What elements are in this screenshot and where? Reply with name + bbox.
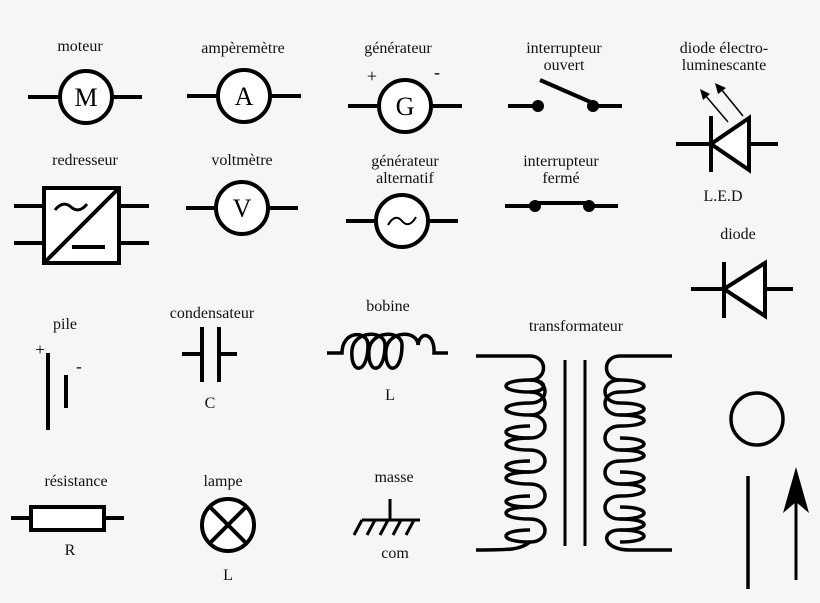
label-generateur-alternatif: générateur alternatif xyxy=(371,153,439,187)
ground-symbol-icon xyxy=(352,499,420,536)
label-condensateur: condensateur xyxy=(169,305,255,322)
sublabel-bobine: L xyxy=(385,387,395,404)
minus-sign: - xyxy=(76,357,82,376)
label-bobine: bobine xyxy=(366,298,410,315)
inductor-symbol-icon xyxy=(327,332,448,370)
motor-symbol-icon: M xyxy=(28,69,142,125)
label-led: diode électro- luminescante xyxy=(680,40,768,74)
label-line2: ouvert xyxy=(543,57,585,74)
label-transformateur: transformateur xyxy=(528,318,624,335)
capacitor-symbol-icon xyxy=(182,327,237,382)
closed-switch-icon xyxy=(505,200,618,212)
voltmeter-symbol-icon: V xyxy=(186,180,298,236)
label-line1: diode électro- xyxy=(679,40,769,57)
label-pile: pile xyxy=(53,316,77,333)
sublabel-resistance: R xyxy=(64,542,76,559)
plus-sign: + xyxy=(35,340,45,359)
label-resistance: résistance xyxy=(44,473,108,490)
generator-symbol-icon: G + - xyxy=(348,62,462,134)
transformer-symbol-icon xyxy=(475,354,672,552)
label-voltmetre: voltmètre xyxy=(211,152,273,169)
label-line2: luminescante xyxy=(681,57,767,74)
label-line2: fermé xyxy=(542,170,580,187)
lamp-symbol-icon xyxy=(200,497,256,553)
sublabel-lampe: L xyxy=(223,567,233,584)
ammeter-symbol-icon: A xyxy=(187,68,301,124)
led-symbol-icon xyxy=(676,83,778,174)
label-generateur: générateur xyxy=(364,40,432,57)
minus-sign: - xyxy=(434,62,440,82)
plus-sign: + xyxy=(367,66,377,86)
label-diode: diode xyxy=(720,226,756,243)
sublabel-condensateur: C xyxy=(204,395,216,412)
open-switch-icon xyxy=(508,78,622,112)
rectifier-symbol-icon xyxy=(14,186,149,265)
sublabel-masse: com xyxy=(381,545,409,562)
resistor-symbol-icon xyxy=(11,505,124,532)
sublabel-led: L.E.D xyxy=(703,188,743,205)
label-interrupteur-ouvert: interrupteur ouvert xyxy=(526,40,602,74)
label-masse: masse xyxy=(374,469,414,486)
ac-generator-symbol-icon xyxy=(346,193,458,249)
label-interrupteur-ferme: interrupteur fermé xyxy=(523,153,599,187)
motor-glyph: M xyxy=(74,83,97,112)
label-redresseur: redresseur xyxy=(52,152,118,169)
circle-shape-icon xyxy=(729,391,785,447)
label-amperemetre: ampèremètre xyxy=(201,40,285,57)
label-line2: alternatif xyxy=(376,170,434,187)
label-line1: interrupteur xyxy=(526,40,602,57)
arrow-up-icon xyxy=(783,467,809,580)
label-line1: interrupteur xyxy=(523,153,599,170)
label-moteur: moteur xyxy=(57,38,103,55)
diode-symbol-icon xyxy=(691,259,793,320)
voltmeter-glyph: V xyxy=(233,194,252,223)
label-line1: générateur xyxy=(371,153,439,170)
ammeter-glyph: A xyxy=(235,82,254,111)
battery-symbol-icon: + - xyxy=(35,340,82,430)
generator-glyph: G xyxy=(396,92,415,121)
label-lampe: lampe xyxy=(203,473,243,490)
